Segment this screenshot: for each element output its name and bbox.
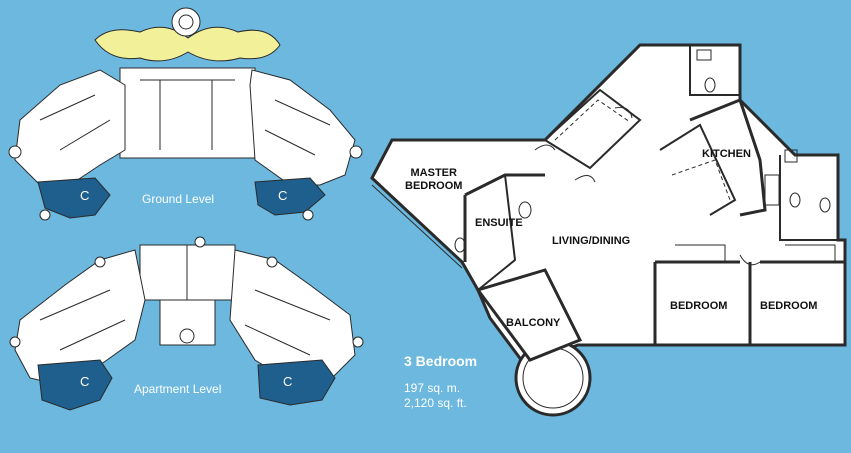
room-balcony: BALCONY (506, 317, 561, 329)
interior-walls (371, 45, 845, 345)
unit-type-title: 3 Bedroom (404, 353, 478, 369)
room-ensuite: ENSUITE (475, 217, 523, 229)
ground-unit-c-right (254, 177, 326, 216)
ground-unit-c-left-label: C (80, 188, 90, 203)
apartment-unit-c-right-label: C (283, 374, 293, 389)
apartment-level-plan (9, 236, 364, 411)
ground-level-label: Ground Level (142, 192, 215, 206)
apartment-unit-c-left (37, 359, 113, 411)
ground-central-block (119, 67, 256, 159)
ground-level-plan (8, 7, 363, 221)
rotunda (171, 7, 201, 37)
room-bedroom-2: BEDROOM (760, 300, 818, 312)
ground-left-wing (14, 69, 126, 186)
apartment-left-wing (14, 249, 146, 386)
room-bedroom-1: BEDROOM (670, 300, 728, 312)
apartment-level-label: Apartment Level (134, 382, 222, 396)
apartment-unit-c-left-label: C (80, 374, 90, 389)
unit-area-metric: 197 sq. m. (404, 381, 461, 395)
unit-floor-plan (370, 43, 847, 417)
apartment-unit-c-right (257, 359, 336, 406)
room-living-dining: LIVING/DINING (552, 235, 631, 247)
apartment-right-wing (229, 249, 356, 386)
unit-area-imperial: 2,120 sq. ft. (404, 396, 467, 410)
pool-area (94, 26, 281, 62)
ground-unit-c-left (37, 177, 111, 219)
room-kitchen: KITCHEN (702, 148, 751, 160)
balcony-strip (475, 268, 583, 362)
ground-unit-c-right-label: C (278, 188, 288, 203)
room-master-bedroom: MASTER BEDROOM (405, 167, 463, 192)
ground-right-wing (249, 69, 356, 186)
